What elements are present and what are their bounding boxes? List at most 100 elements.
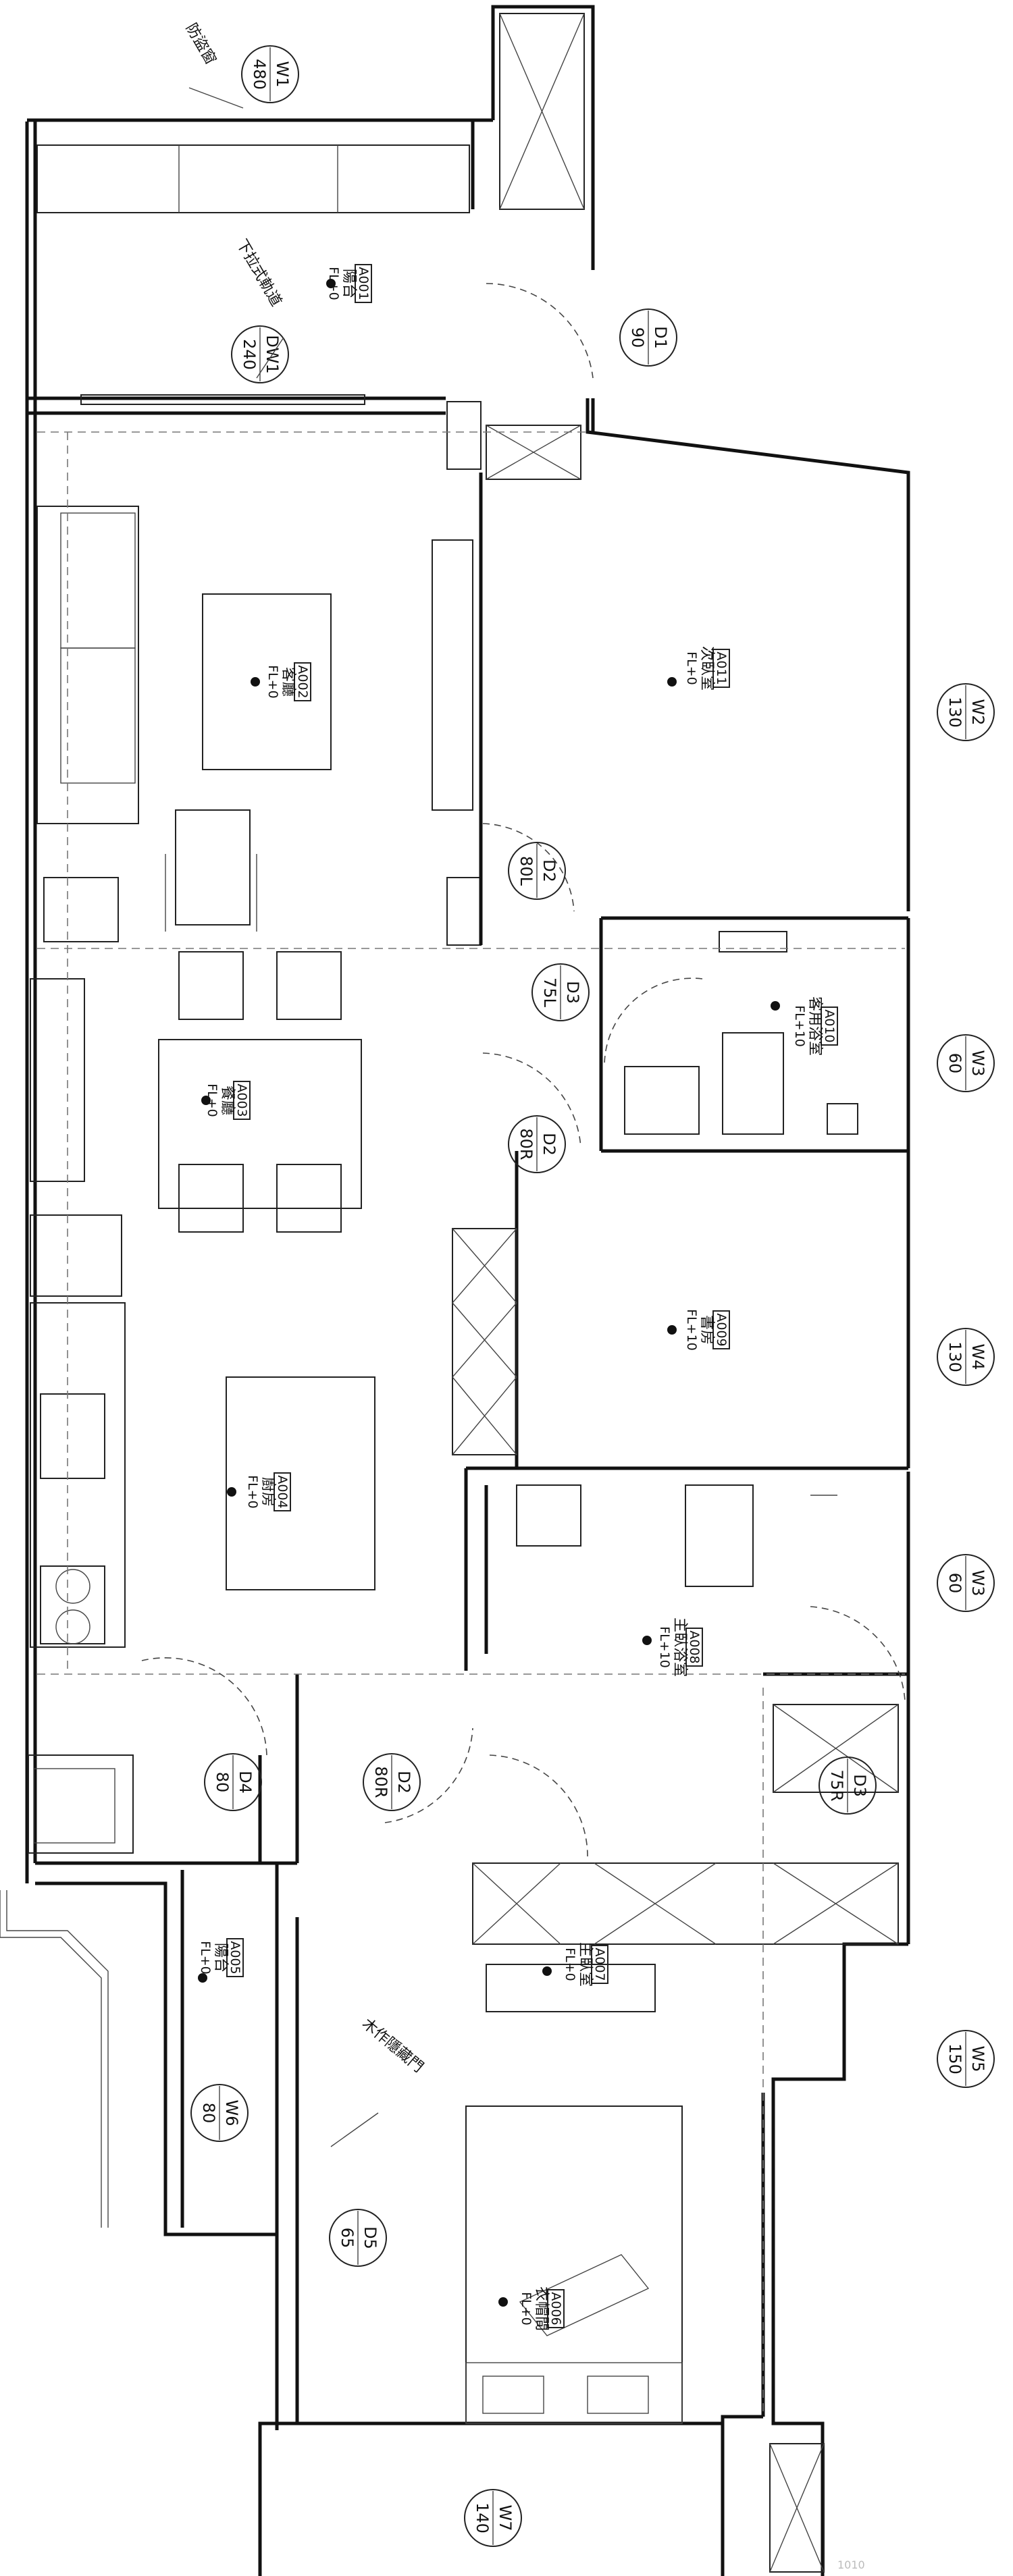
opening-tag: W4 130 xyxy=(937,1328,995,1386)
room-marker xyxy=(667,677,677,687)
tag-id: W3 xyxy=(968,1570,987,1596)
opening-tag: W3 60 xyxy=(937,1554,995,1612)
tag-size: 80R xyxy=(371,1766,390,1798)
room-marker xyxy=(667,1325,677,1335)
tag-size: 75L xyxy=(540,977,559,1008)
tag-size: 60 xyxy=(945,1053,964,1074)
note: 下拉式軌道 xyxy=(233,237,285,310)
tag-id: D5 xyxy=(361,2226,380,2249)
room-name: 廚房 xyxy=(259,1477,276,1507)
tag-id: W1 xyxy=(273,61,292,88)
tag-id: D2 xyxy=(540,859,559,882)
room-code: A001 xyxy=(356,267,371,300)
walls xyxy=(0,5,910,2576)
room-label: A007 主臥室 FL+0 xyxy=(563,1942,608,1987)
opening-tag: W3 60 xyxy=(937,1034,995,1092)
room-level: FL+10 xyxy=(684,1309,699,1351)
room-code: A007 xyxy=(592,1948,607,1981)
room-code: A008 xyxy=(687,1630,702,1663)
room-level: FL+0 xyxy=(205,1083,219,1117)
opening-tag: W5 150 xyxy=(937,2030,995,2088)
opening-tag: D3 75R xyxy=(819,1756,877,1815)
tag-size: 80 xyxy=(213,1772,232,1793)
tag-id: W3 xyxy=(968,1050,987,1077)
tag-size: 80 xyxy=(199,2103,218,2124)
tag-id: D3 xyxy=(850,1774,869,1797)
room-marker xyxy=(326,279,336,288)
room-marker xyxy=(498,2297,508,2307)
tag-size: 150 xyxy=(945,2043,964,2074)
room-name: 餐廳 xyxy=(219,1085,236,1115)
note: 防盜窗 xyxy=(182,21,219,68)
tag-size: 75R xyxy=(827,1769,846,1801)
room-marker xyxy=(642,1636,652,1645)
fixtures xyxy=(28,13,899,2573)
opening-tag: W2 130 xyxy=(937,683,995,741)
tag-id: D4 xyxy=(236,1771,255,1794)
room-name: 客用浴室 xyxy=(806,996,823,1056)
opening-tag: D5 65 xyxy=(329,2209,387,2267)
tag-size: 140 xyxy=(473,2502,492,2533)
opening-tag: D3 75L xyxy=(531,963,590,1021)
room-label: A004 廚房 FL+0 xyxy=(245,1472,291,1511)
room-code: A006 xyxy=(548,2292,563,2325)
tag-id: W4 xyxy=(968,1344,987,1370)
room-marker xyxy=(227,1487,236,1497)
room-code: A005 xyxy=(228,1941,242,1974)
room-name: 衣帽間 xyxy=(533,2286,550,2331)
room-level: FL+10 xyxy=(657,1626,672,1668)
room-labels: A001 陽台 FL+0 A002 客廳 FL+0 A003 餐廳 FL+0 A… xyxy=(198,264,838,2331)
tag-id: D1 xyxy=(651,326,670,349)
room-name: 陽台 xyxy=(340,269,357,298)
note: 木作隱藏門 xyxy=(359,2015,426,2076)
room-label: A003 餐廳 FL+0 xyxy=(205,1081,251,1120)
room-name: 陽台 xyxy=(212,1943,229,1973)
room-name: 次臥室 xyxy=(698,646,715,691)
tag-size: 80L xyxy=(517,856,536,886)
tag-size: 130 xyxy=(945,1341,964,1372)
room-label: A008 主臥浴室 FL+10 xyxy=(657,1617,703,1677)
tag-id: D2 xyxy=(394,1771,413,1794)
room-marker xyxy=(201,1096,211,1105)
room-marker xyxy=(771,1001,780,1011)
room-name: 書房 xyxy=(698,1315,715,1345)
room-code: A004 xyxy=(275,1475,290,1508)
tag-size: 480 xyxy=(250,59,269,90)
room-code: A009 xyxy=(714,1313,729,1346)
tag-id: W5 xyxy=(968,2046,987,2072)
room-label: A011 次臥室 FL+0 xyxy=(684,646,730,691)
room-level: FL+0 xyxy=(684,651,699,685)
opening-tag: DW1 240 xyxy=(231,325,289,383)
room-marker xyxy=(251,677,260,687)
room-marker xyxy=(542,1966,552,1976)
note-text: 木作隱藏門 xyxy=(359,2015,426,2076)
tag-size: 65 xyxy=(338,2228,357,2249)
room-code: A010 xyxy=(822,1009,837,1042)
tag-size: 90 xyxy=(628,327,647,348)
dashed-lines xyxy=(37,431,905,2417)
tag-id: D3 xyxy=(563,981,582,1004)
opening-tag: D1 90 xyxy=(619,308,677,367)
room-marker xyxy=(198,1973,207,1983)
opening-tag: D4 80 xyxy=(204,1753,262,1811)
tag-id: W7 xyxy=(496,2505,515,2531)
opening-tag: D2 80R xyxy=(363,1753,421,1811)
room-label: A006 衣帽間 FL+0 xyxy=(519,2286,565,2331)
room-code: A002 xyxy=(295,665,310,698)
door-swings xyxy=(141,283,906,1857)
opening-tag: D2 80L xyxy=(508,842,566,900)
room-label: A002 客廳 FL+0 xyxy=(265,662,311,701)
tag-id: D2 xyxy=(540,1133,559,1156)
tag-size: 240 xyxy=(240,339,259,370)
note-text: 防盜窗 xyxy=(182,21,219,68)
tag-id: W2 xyxy=(968,699,987,726)
room-level: FL+0 xyxy=(563,1948,577,1981)
opening-tag: W6 80 xyxy=(190,2084,249,2142)
opening-tag: W7 140 xyxy=(464,2489,522,2547)
watermark: 1010 xyxy=(837,2558,865,2571)
room-name: 客廳 xyxy=(280,667,296,697)
tag-size: 80R xyxy=(517,1128,536,1160)
room-level: FL+0 xyxy=(519,2292,534,2326)
opening-tags: W1 480 DW1 240 D1 90 W2 130 D2 80L D3 75… xyxy=(190,45,995,2547)
